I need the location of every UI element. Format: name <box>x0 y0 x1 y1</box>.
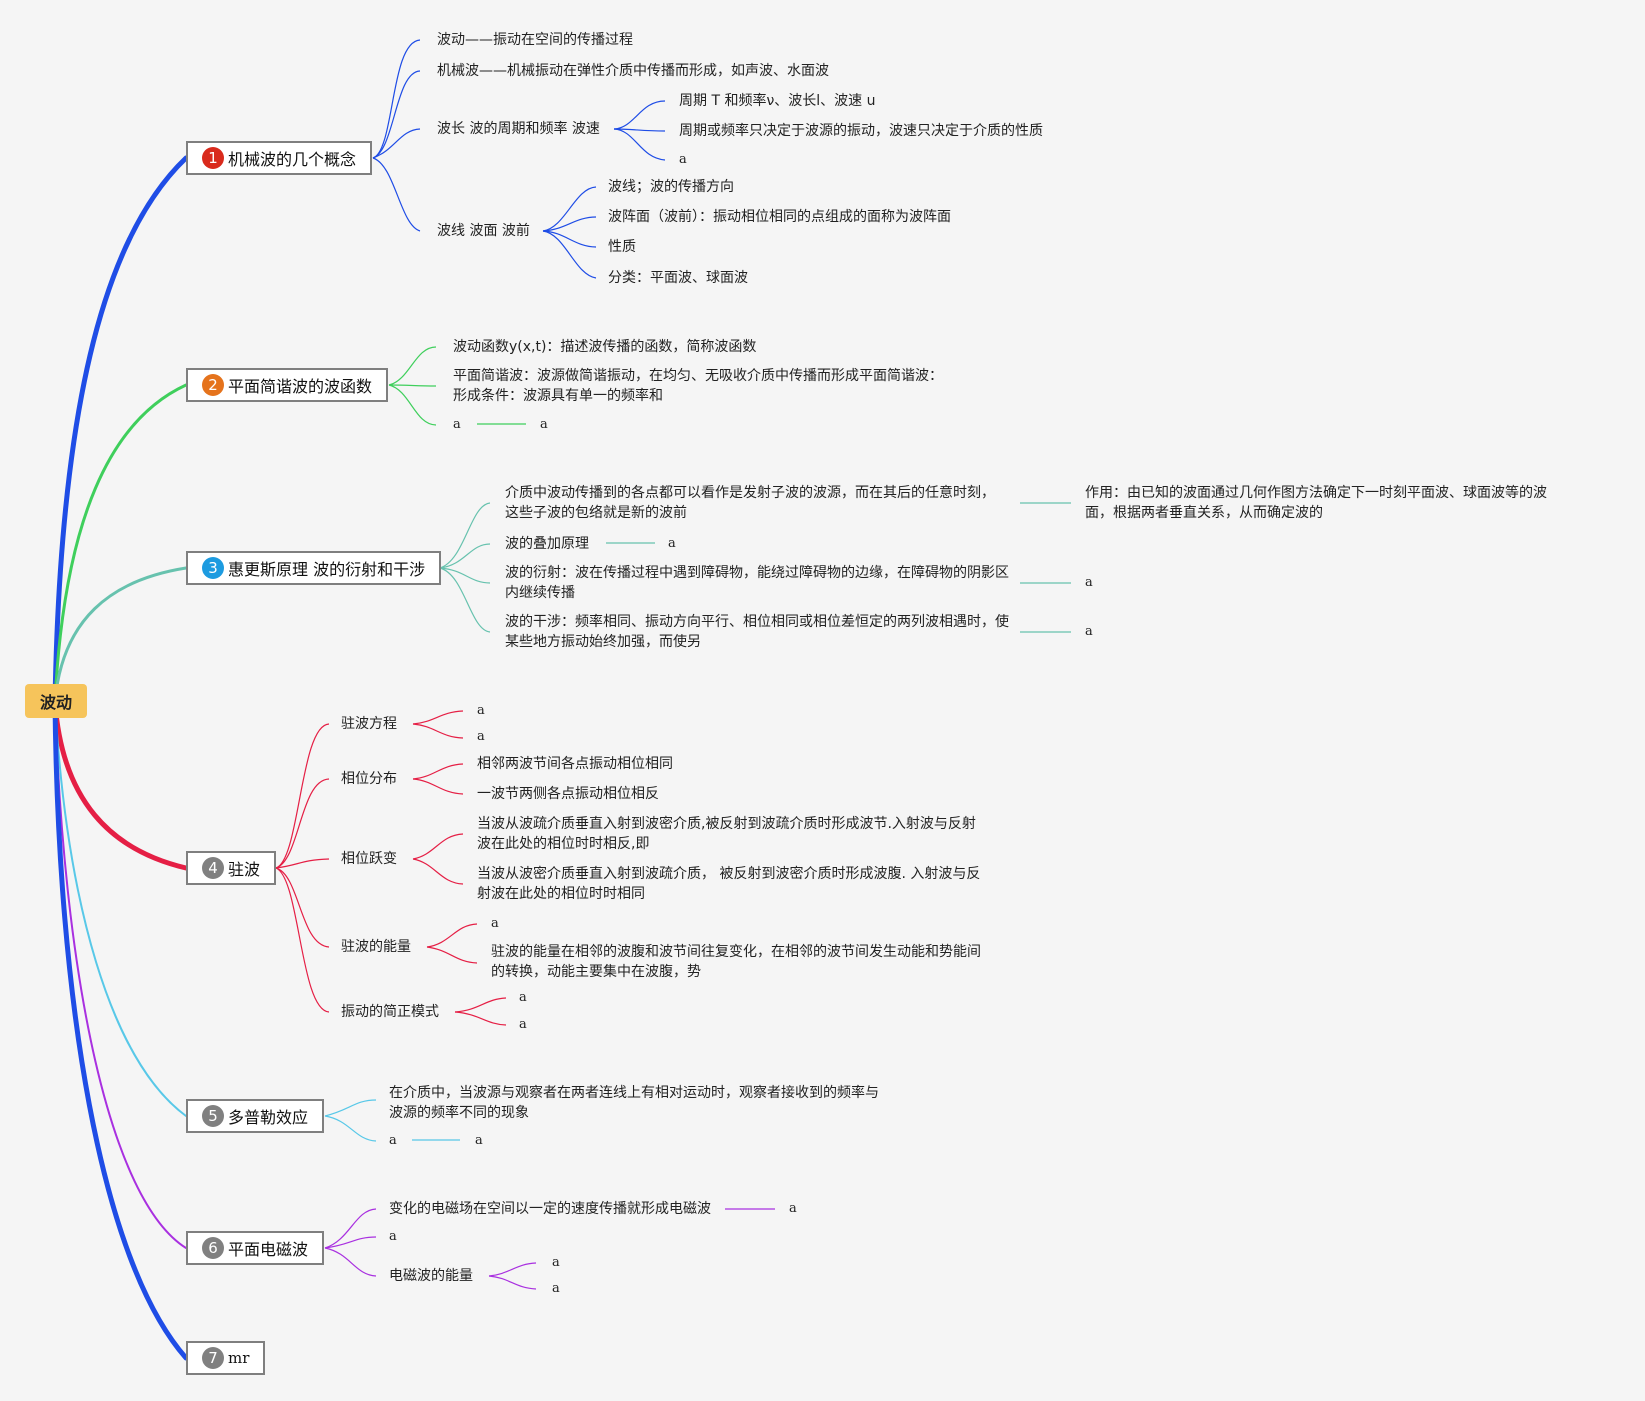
topic-b6-energy-a2[interactable]: a <box>552 1281 560 1296</box>
branch-label: mr <box>228 1349 250 1367</box>
topic-b1-a[interactable]: a <box>679 152 687 167</box>
branch-label: 平面简谐波的波函数 <box>228 377 373 396</box>
topic-b2-a-child[interactable]: a <box>540 417 548 432</box>
number-badge-6: 6 <box>202 1237 224 1259</box>
topic-b4-equation-a2[interactable]: a <box>477 729 485 744</box>
topic-b5-a[interactable]: a <box>389 1133 397 1148</box>
topic-b2-a[interactable]: a <box>453 417 461 432</box>
topic-b1-period-determined[interactable]: 周期或频率只决定于波源的振动，波速只决定于介质的性质 <box>679 123 1043 139</box>
branch-label: 机械波的几个概念 <box>228 150 357 169</box>
branch-label: 惠更斯原理 波的衍射和干涉 <box>228 560 426 579</box>
topic-b5-a-child[interactable]: a <box>475 1133 483 1148</box>
topic-b3-superposition[interactable]: 波的叠加原理 <box>505 536 589 552</box>
topic-b5-doppler-definition[interactable]: 在介质中，当波源与观察者在两者连线上有相对运动时，观察者接收到的频率与波源的频率… <box>389 1085 879 1121</box>
topic-b1-mechanical-wave[interactable]: 机械波——机械振动在弹性介质中传播而形成，如声波、水面波 <box>437 63 829 79</box>
topic-b1-wavefront[interactable]: 波阵面（波前）：振动相位相同的点组成的面称为波阵面 <box>608 209 951 225</box>
number-badge-7: 7 <box>202 1347 224 1369</box>
number-badge-5: 5 <box>202 1105 224 1127</box>
topic-b4-standing-energy[interactable]: 驻波的能量 <box>341 939 411 955</box>
connector-root-b1 <box>52 155 189 705</box>
number-badge-2: 2 <box>202 374 224 396</box>
branch-node-5[interactable]: 5 多普勒效应 <box>186 1099 325 1133</box>
topic-b6-em-wave-a[interactable]: a <box>789 1201 797 1216</box>
topic-b1-wavelength-period[interactable]: 波长 波的周期和频率 波速 <box>437 121 600 137</box>
connector-root-b6 <box>54 701 187 1249</box>
topic-b6-energy-a1[interactable]: a <box>552 1255 560 1270</box>
root-node[interactable]: 波动 <box>25 684 87 718</box>
branch-node-2[interactable]: 2 平面简谐波的波函数 <box>186 368 389 402</box>
topic-b4-energy-detail[interactable]: 驻波的能量在相邻的波腹和波节间往复变化，在相邻的波节间发生动能和势能间的转换，动… <box>491 944 981 980</box>
topic-b3-interference[interactable]: 波的干涉：频率相同、振动方向平行、相位相同或相位差恒定的两列波相遇时，使某些地方… <box>505 614 1009 650</box>
topic-b4-phase-distribution[interactable]: 相位分布 <box>341 771 397 787</box>
topic-b4-energy-a[interactable]: a <box>491 916 499 931</box>
connector-root-b4 <box>52 699 189 871</box>
topic-b1-wave-definition[interactable]: 波动——振动在空间的传播过程 <box>437 32 633 48</box>
topic-b6-a[interactable]: a <box>389 1229 397 1244</box>
branch-node-4[interactable]: 4 驻波 <box>186 851 277 885</box>
topic-b6-em-wave[interactable]: 变化的电磁场在空间以一定的速度传播就形成电磁波 <box>389 1201 711 1217</box>
topic-b1-period-frequency[interactable]: 周期 T 和频率ν、波长l、波速 u <box>679 93 876 109</box>
topic-b2-plane-harmonic[interactable]: 平面简谐波：波源做简谐振动，在均匀、无吸收介质中传播而形成平面简谐波：形成条件：… <box>453 368 943 404</box>
connector-root-b2 <box>53 383 188 704</box>
topic-b4-equation-a1[interactable]: a <box>477 703 485 718</box>
topic-b4-phase-jump[interactable]: 相位跃变 <box>341 851 397 867</box>
topic-b1-wave-ray-front[interactable]: 波线 波面 波前 <box>437 223 530 239</box>
topic-b4-normal-modes[interactable]: 振动的简正模式 <box>341 1004 439 1020</box>
topic-b4-phase-opposite[interactable]: 一波节两侧各点振动相位相反 <box>477 786 659 802</box>
topic-b3-diffraction[interactable]: 波的衍射：波在传播过程中遇到障碍物，能绕过障碍物的边缘，在障碍物的阴影区内继续传… <box>505 565 1009 601</box>
number-badge-3: 3 <box>202 557 224 579</box>
topic-b3-huygens-use[interactable]: 作用：由已知的波面通过几何作图方法确定下一时刻平面波、球面波等的波面，根据两者垂… <box>1085 485 1547 521</box>
topic-b2-wave-function[interactable]: 波动函数y(x,t)：描述波传播的函数，简称波函数 <box>453 339 757 355</box>
topic-b4-modes-a2[interactable]: a <box>519 1017 527 1032</box>
connector-root-b5 <box>54 701 187 1117</box>
topic-b1-classification[interactable]: 分类：平面波、球面波 <box>608 270 748 286</box>
connector-root-b7 <box>52 699 189 1361</box>
branch-label: 驻波 <box>228 860 261 879</box>
branch-node-3[interactable]: 3 惠更斯原理 波的衍射和干涉 <box>186 551 442 585</box>
branch-node-7[interactable]: 7 mr <box>186 1341 266 1375</box>
number-badge-4: 4 <box>202 857 224 879</box>
topic-b3-superposition-a[interactable]: a <box>668 536 676 551</box>
topic-b3-diffraction-a[interactable]: a <box>1085 575 1093 590</box>
connector-root-b3 <box>53 566 188 704</box>
topic-b3-interference-a[interactable]: a <box>1085 624 1093 639</box>
branch-node-6[interactable]: 6 平面电磁波 <box>186 1231 325 1265</box>
topic-b3-huygens[interactable]: 介质中波动传播到的各点都可以看作是发射子波的波源，而在其后的任意时刻，这些子波的… <box>505 485 995 521</box>
number-badge-1: 1 <box>202 147 224 169</box>
topic-b6-em-energy[interactable]: 电磁波的能量 <box>389 1268 473 1284</box>
topic-b4-jump-node[interactable]: 当波从波疏介质垂直入射到波密介质,被反射到波疏介质时形成波节.入射波与反射波在此… <box>477 816 976 852</box>
topic-b1-wave-ray[interactable]: 波线；波的传播方向 <box>608 179 734 195</box>
branch-node-1[interactable]: 1 机械波的几个概念 <box>186 141 373 175</box>
topic-b4-standing-equation[interactable]: 驻波方程 <box>341 716 397 732</box>
branch-label: 多普勒效应 <box>228 1108 309 1127</box>
branch-label: 平面电磁波 <box>228 1240 309 1259</box>
topic-b1-property[interactable]: 性质 <box>608 239 636 255</box>
topic-b4-modes-a1[interactable]: a <box>519 990 527 1005</box>
topic-b4-phase-same[interactable]: 相邻两波节间各点振动相位相同 <box>477 756 673 772</box>
topic-b4-jump-antinode[interactable]: 当波从波密介质垂直入射到波疏介质， 被反射到波密介质时形成波腹. 入射波与反射波… <box>477 866 981 902</box>
